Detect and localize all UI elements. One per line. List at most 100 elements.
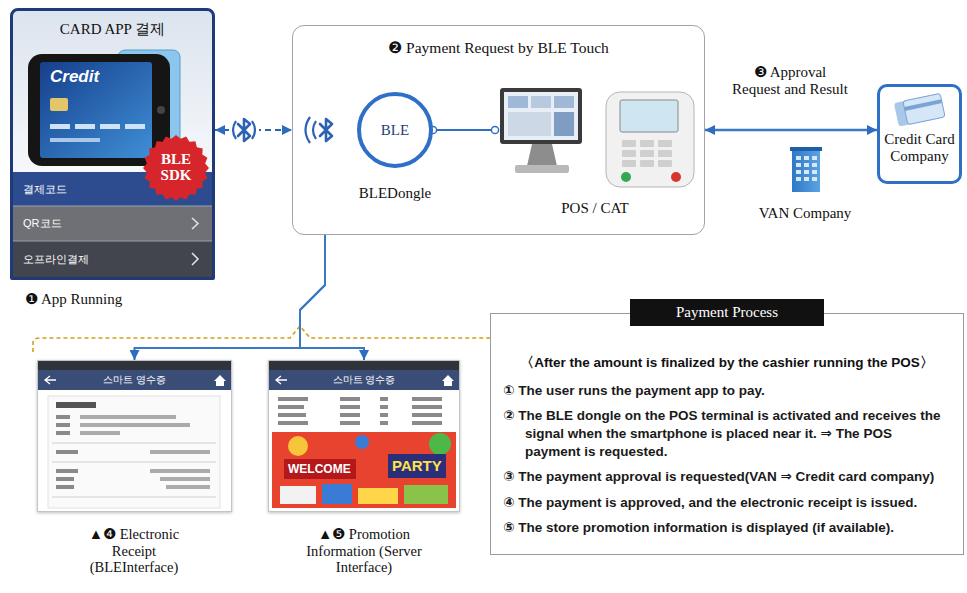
process-step: ② The BLE dongle on the POS terminal is … bbox=[503, 407, 951, 462]
dongle-caption: BLEDongle bbox=[335, 185, 455, 202]
receipt-rule bbox=[52, 497, 216, 498]
screenshot-caption: ▲❹ Electronic Receipt (BLEInterface) bbox=[74, 526, 194, 576]
receipt-line bbox=[56, 450, 78, 454]
receipt-line bbox=[56, 485, 74, 489]
pos-screen-tile bbox=[508, 96, 528, 108]
bluetooth-icon bbox=[238, 119, 250, 141]
cat-key bbox=[658, 150, 672, 157]
receipt-line bbox=[150, 450, 210, 454]
process-step-slot: ② The BLE dongle on the POS terminal is … bbox=[503, 407, 951, 462]
screenshot-caption-slot: ▲❺ Promotion Information (Server Interfa… bbox=[304, 526, 424, 576]
poster-banner bbox=[388, 454, 446, 478]
menu-item: QR코드 bbox=[13, 206, 212, 241]
header-bar bbox=[38, 370, 231, 390]
poster-balloon bbox=[429, 433, 451, 455]
table-line bbox=[412, 421, 442, 425]
process-step-slot: ③ The payment approval is requested(VAN … bbox=[503, 468, 951, 486]
card-stripe bbox=[904, 99, 942, 111]
card-icon bbox=[903, 93, 945, 124]
pos-monitor bbox=[500, 88, 582, 144]
receipt-line bbox=[80, 415, 176, 419]
poster-product bbox=[280, 486, 316, 504]
header-bar bbox=[269, 370, 459, 390]
card-name-bar bbox=[50, 138, 100, 142]
signal-arc bbox=[233, 121, 236, 139]
payment-request-group: ❷ Payment Request by BLE TouchBLE BLEDong… bbox=[292, 25, 705, 235]
step-caption-slot: ❶ App Running bbox=[25, 290, 122, 308]
group-title: ❷ Payment Request by BLE Touch bbox=[293, 39, 704, 57]
screenshot-bg bbox=[37, 360, 232, 512]
window bbox=[812, 156, 817, 160]
menu-label-slot: 오프라인결제 bbox=[23, 241, 89, 277]
badge-label: BLE SDK bbox=[153, 152, 199, 184]
cat-key bbox=[658, 160, 672, 167]
table-line bbox=[340, 397, 360, 401]
process-step-slot: ⑤ The store promotion information is dis… bbox=[503, 519, 951, 537]
connector bbox=[135, 235, 326, 360]
step-caption: ❶ App Running bbox=[25, 290, 122, 308]
back-icon bbox=[276, 376, 287, 384]
cat-key bbox=[640, 140, 654, 147]
window bbox=[812, 170, 817, 174]
receipt-line bbox=[150, 469, 210, 473]
home-icon bbox=[214, 375, 226, 386]
window bbox=[812, 177, 817, 181]
table-line bbox=[380, 397, 388, 401]
receipt-line bbox=[56, 469, 78, 473]
status-bar bbox=[38, 361, 231, 370]
van-building bbox=[792, 150, 820, 192]
window bbox=[796, 170, 801, 174]
table-line bbox=[340, 413, 360, 417]
table-line bbox=[380, 405, 388, 409]
receipt-line bbox=[56, 423, 70, 427]
pos-stand bbox=[527, 144, 557, 166]
sdk-badge: BLE SDK bbox=[143, 135, 209, 201]
cat-key bbox=[658, 140, 672, 147]
card-text: Credit bbox=[50, 67, 99, 87]
window bbox=[804, 170, 809, 174]
process-step: ④ The payment is approved, and the elect… bbox=[503, 494, 951, 512]
receipt-line bbox=[56, 415, 70, 419]
cat-terminal bbox=[606, 92, 694, 187]
company-name-slot: Credit Card Company bbox=[883, 131, 956, 165]
table-line bbox=[278, 397, 308, 401]
card-number-bar bbox=[50, 124, 70, 129]
poster-product bbox=[322, 484, 352, 504]
cat-key bbox=[640, 160, 654, 167]
back-icon bbox=[45, 376, 56, 384]
window bbox=[796, 156, 801, 160]
receipt-paper bbox=[48, 396, 220, 508]
panel-subtitle-slot: 〈After the amount is finalized by the ca… bbox=[503, 354, 951, 372]
menu-label-slot: 결제코드 bbox=[23, 172, 67, 206]
table-line bbox=[278, 413, 306, 417]
screen-header: 스마트 영수증 bbox=[103, 373, 166, 387]
dongle-label-slot: BLE bbox=[361, 96, 429, 164]
table-line bbox=[278, 421, 308, 425]
card-number-bar bbox=[75, 124, 95, 129]
terminal-caption-slot: POS / CAT bbox=[535, 200, 655, 217]
screenshot-caption: ▲❺ Promotion Information (Server Interfa… bbox=[304, 526, 424, 576]
cat-key bbox=[622, 150, 636, 157]
connector bbox=[300, 235, 364, 360]
receipt-line bbox=[80, 423, 190, 427]
card-number-bar bbox=[100, 124, 120, 129]
connector bbox=[433, 129, 495, 131]
dongle-caption-slot: BLEDongle bbox=[335, 185, 455, 202]
menu-row-bg bbox=[13, 206, 212, 241]
poster-banner bbox=[284, 459, 356, 479]
table-line bbox=[380, 413, 388, 417]
cat-key bbox=[622, 140, 636, 147]
window bbox=[804, 163, 809, 167]
icon-backing bbox=[229, 113, 259, 147]
card-company-box: Credit Card Company bbox=[877, 84, 962, 184]
menu-separator bbox=[13, 241, 212, 242]
receipt-screen: 스마트 영수증▲❹ Electronic Receipt (BLEInterfa… bbox=[37, 360, 232, 512]
edge-label-slot: ❸ Approval Request and Result bbox=[731, 64, 849, 99]
window bbox=[796, 177, 801, 181]
terminal-caption: POS / CAT bbox=[535, 200, 655, 217]
window bbox=[804, 156, 809, 160]
poster-text-slot: PARTY bbox=[392, 457, 442, 474]
dongle-label: BLE bbox=[381, 122, 409, 139]
process-step-slot: ④ The payment is approved, and the elect… bbox=[503, 494, 951, 512]
poster-text-slot: WELCOME bbox=[288, 462, 351, 476]
